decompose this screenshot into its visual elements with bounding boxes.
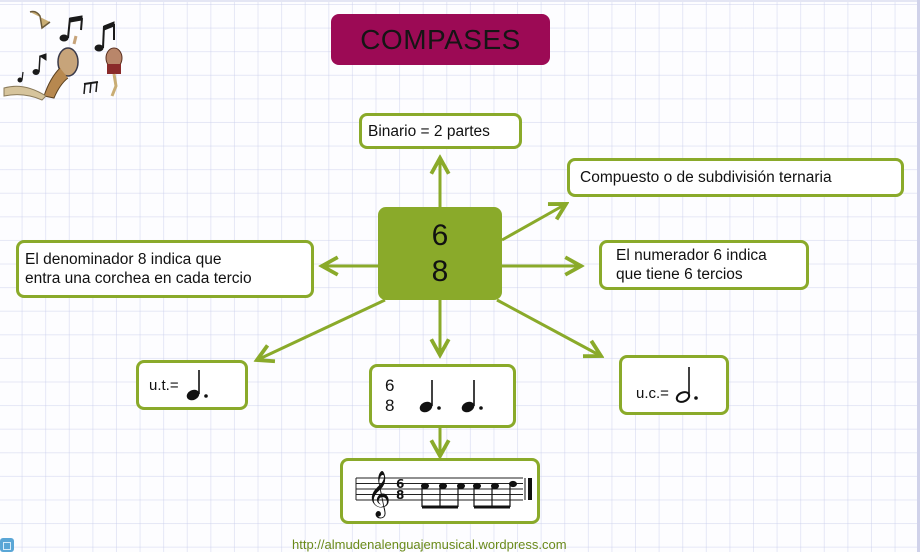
node-denominador: El denominador 8 indica que entra una co… [16,240,314,298]
window-corner-icon[interactable] [0,538,14,552]
footer-url-link[interactable]: http://almudenalenguajemusical.wordpress… [292,537,567,552]
musicians-illustration [3,10,123,101]
node-unidad-compas: u.c.= [619,355,729,415]
page-title: COMPASES [360,23,521,55]
treble-clef-icon: 𝄞 [367,471,391,519]
time-signature-6-8: 6 8 [378,207,502,300]
example-numerator: 6 [385,376,395,395]
title-banner: COMPASES [331,14,550,65]
final-barline-icon [528,478,532,500]
frame-top-border [0,0,920,2]
node-example-measure: 6 8 [369,364,516,428]
ut-label: u.t.= [149,376,179,394]
arrow-to-uc [496,298,601,356]
denominador-line2: entra una corchea en cada tercio [25,270,252,287]
node-compuesto: Compuesto o de subdivisión ternaria [567,158,904,197]
center-numerator: 6 [431,218,449,252]
dotted-half-note-icon [675,367,698,403]
arrow-to-ut [257,298,386,360]
arrow-to-compuesto [501,204,566,242]
example-time-signature: 6 8 [385,376,394,416]
numerador-line2: que tiene 6 tercios [616,266,743,283]
example-denominator: 8 [385,396,395,415]
node-numerador: El numerador 6 indica que tiene 6 tercio… [599,240,809,290]
svg-text:6: 6 [396,477,404,491]
node-binario: Binario = 2 partes [359,113,522,149]
denominador-line1: El denominador 8 indica que [25,251,222,268]
dotted-quarter-note-icon [420,380,442,413]
center-denominator: 8 [431,254,449,288]
node-unidad-tiempo: u.t.= [136,360,248,410]
dotted-quarter-note-icon [462,380,484,413]
binario-text: Binario = 2 partes [368,122,490,140]
staff-6-8-six-eighths: 𝄞 6 8 [355,471,532,519]
dotted-quarter-note-icon [186,370,208,401]
svg-text:8: 8 [396,488,404,502]
node-staff-notation: 𝄞 6 8 [340,458,540,524]
numerador-line1: El numerador 6 indica [616,247,767,264]
compuesto-text: Compuesto o de subdivisión ternaria [580,169,832,186]
uc-label: u.c.= [636,384,669,402]
frame-right-border [917,0,920,552]
